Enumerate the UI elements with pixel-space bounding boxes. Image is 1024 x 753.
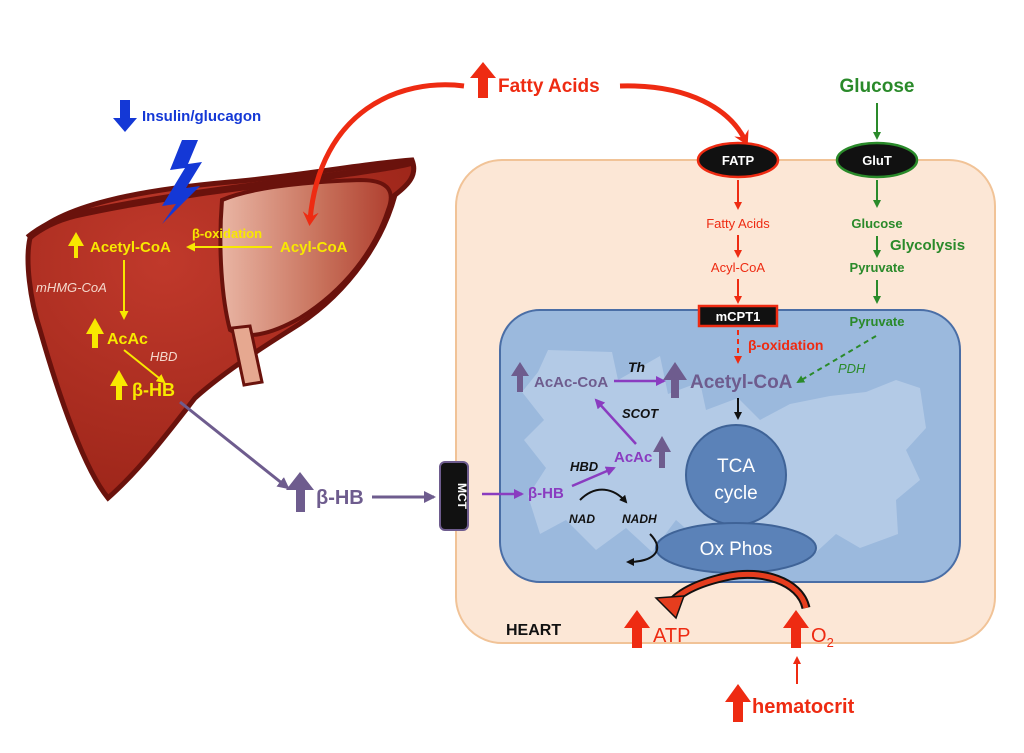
liver-beta-oxidation-label: β-oxidation	[192, 226, 262, 241]
pdh-arrow	[796, 335, 877, 384]
acac-to-acac-coa-arrow	[594, 398, 637, 445]
up-arrow-icon	[624, 610, 650, 648]
liver-bhb-to-blood-arrow	[179, 400, 290, 490]
mct-label: MCT	[455, 483, 469, 510]
nad-label: NAD	[569, 512, 595, 526]
scot-label: SCOT	[622, 406, 659, 421]
heart-fatty-acids-label: Fatty Acids	[706, 216, 770, 231]
liver-beta-hb-label: β-HB	[132, 380, 175, 400]
insulin-glucagon-label: Insulin/glucagon	[142, 108, 261, 125]
hematocrit-label: hematocrit	[752, 696, 855, 718]
up-arrow-icon	[653, 436, 671, 468]
glucose-label: Glucose	[840, 76, 915, 97]
mct-transporter	[439, 461, 469, 531]
up-arrow-icon	[783, 610, 809, 648]
tca-label-line2: cycle	[714, 483, 757, 504]
up-arrow-icon	[663, 362, 687, 398]
heart-pyruvate-cyto-label: Pyruvate	[850, 260, 905, 275]
liver-acac-to-bhb-arrow	[123, 349, 166, 384]
heart-label: HEART	[506, 622, 561, 639]
o2-label: O2	[811, 625, 834, 650]
up-arrow-icon	[470, 62, 496, 98]
liver-hbd-label: HBD	[150, 349, 177, 364]
up-arrow-icon	[68, 232, 84, 258]
liver-ligament	[230, 324, 264, 387]
pdh-label: PDH	[838, 361, 866, 376]
liver-right-lobe	[218, 177, 393, 338]
mcpt1-transporter	[697, 304, 779, 328]
ox-phos-label: Ox Phos	[700, 539, 773, 560]
heart-beta-oxidation-label: β-oxidation	[748, 337, 823, 353]
heart-hbd-label: HBD	[570, 459, 599, 474]
glut-transporter	[835, 141, 919, 179]
fatp-transporter	[696, 141, 780, 179]
acac-coa-label: AcAc-CoA	[534, 374, 608, 391]
fatp-label: FATP	[722, 153, 755, 168]
nad-to-nadh-arrow	[579, 488, 628, 504]
bhb-to-acac-arrow	[571, 466, 616, 488]
mcpt1-label: mCPT1	[716, 309, 761, 324]
heart-acetyl-coa-label: Acetyl-CoA	[690, 372, 793, 393]
up-arrow-icon	[725, 684, 751, 722]
fatty-acids-label: Fatty Acids	[498, 76, 600, 97]
down-arrow-icon	[113, 100, 137, 132]
up-arrow-icon	[286, 472, 314, 512]
heart-pyruvate-mito-label: Pyruvate	[850, 314, 905, 329]
heart-beta-hb-label: β-HB	[528, 485, 564, 502]
up-arrow-icon	[86, 318, 104, 348]
atp-label: ATP	[653, 625, 690, 647]
liver-acac-label: AcAc	[107, 331, 148, 348]
liver	[25, 157, 417, 502]
heart-glucose-label: Glucose	[851, 216, 902, 231]
blood-beta-hb-label: β-HB	[316, 487, 364, 509]
nadh-to-oxphos-arrow	[626, 533, 659, 566]
lightning-bolt-icon	[162, 140, 202, 224]
glycolysis-label: Glycolysis	[890, 237, 965, 254]
glut-label: GluT	[862, 153, 892, 168]
fatty-acids-to-heart-arrow	[619, 83, 749, 146]
th-label: Th	[628, 359, 645, 375]
heart-acyl-coa-label: Acyl-CoA	[711, 260, 766, 275]
mhmg-coa-label: mHMG-CoA	[36, 280, 107, 295]
up-arrow-icon	[511, 362, 529, 392]
nadh-label: NADH	[622, 512, 657, 526]
up-arrow-icon	[110, 370, 128, 400]
fatty-acids-to-liver-arrow	[302, 82, 465, 226]
liver-acyl-coa-label: Acyl-CoA	[280, 239, 348, 256]
liver-top-rim	[25, 158, 414, 241]
liver-acetyl-coa-label: Acetyl-CoA	[90, 239, 171, 256]
heart-acac-label: AcAc	[614, 449, 652, 466]
tca-label-line1: TCA	[717, 456, 755, 477]
